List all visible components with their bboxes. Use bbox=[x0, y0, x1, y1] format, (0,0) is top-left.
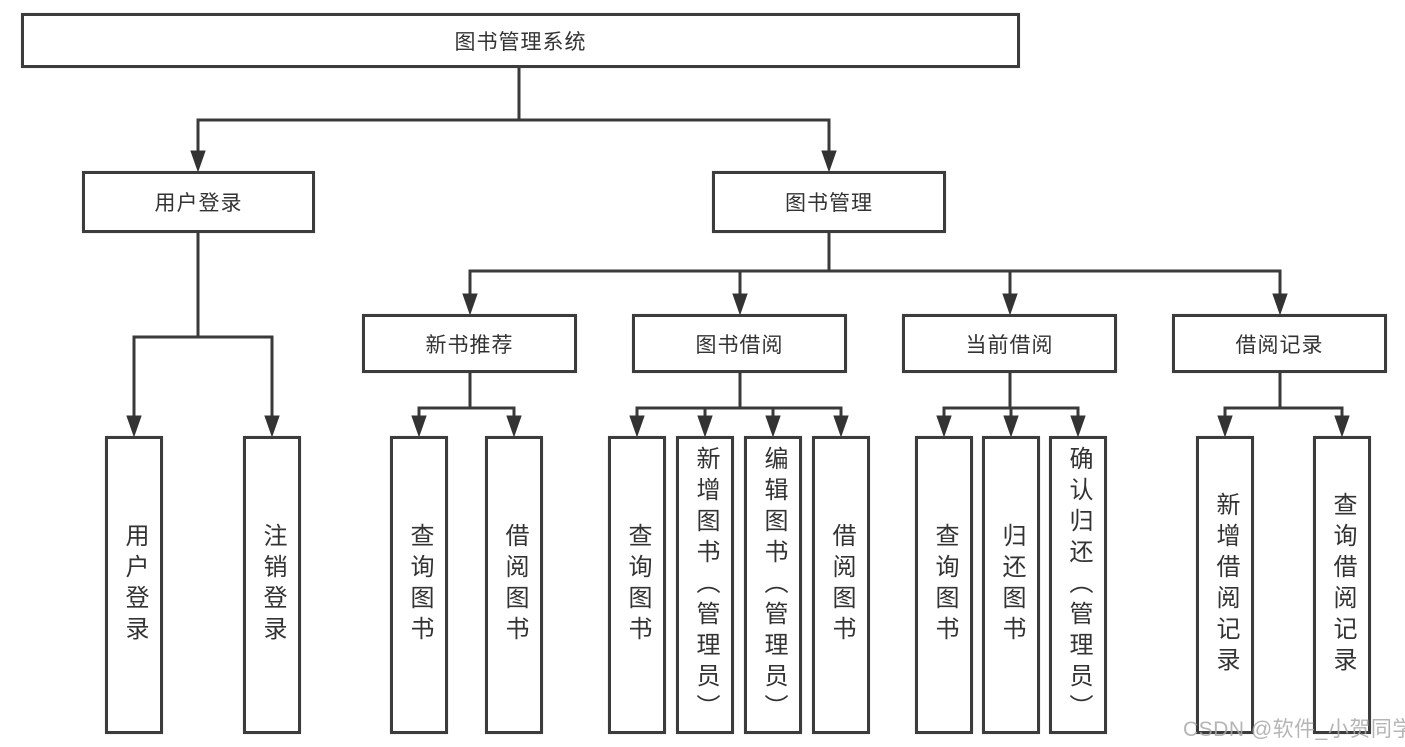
node-label: 图书管理系统 bbox=[454, 30, 587, 54]
leaf-label: 借阅图书 bbox=[828, 523, 855, 647]
leaf-query-borrow-record: 查询借阅记录 bbox=[1313, 436, 1371, 734]
leaf-borrow-books-recommend: 借阅图书 bbox=[485, 436, 543, 734]
leaf-return-books: 归还图书 bbox=[982, 436, 1040, 734]
leaf-label: 查询图书 bbox=[406, 523, 433, 647]
leaf-user-login: 用户登录 bbox=[105, 436, 163, 734]
node-current-borrowing: 当前借阅 bbox=[902, 314, 1117, 373]
node-label: 用户登录 bbox=[154, 192, 243, 215]
leaf-query-books-recommend: 查询图书 bbox=[390, 436, 448, 734]
leaf-label: 查询图书 bbox=[624, 523, 651, 647]
leaf-logout: 注销登录 bbox=[243, 436, 301, 734]
leaf-label: 新增借阅记录 bbox=[1212, 492, 1239, 678]
leaf-query-books-borrowing: 查询图书 bbox=[608, 436, 666, 734]
leaf-edit-book-admin: 编辑图书（管理员） bbox=[744, 436, 802, 734]
leaf-confirm-return-admin: 确认归还（管理员） bbox=[1049, 436, 1107, 734]
leaf-label: 新增图书（管理员） bbox=[692, 445, 719, 725]
node-label: 新书推荐 bbox=[425, 333, 514, 357]
leaf-label: 用户登录 bbox=[121, 523, 148, 647]
node-user-login: 用户登录 bbox=[82, 171, 315, 233]
node-label: 当前借阅 bbox=[965, 333, 1054, 357]
node-new-book-recommend: 新书推荐 bbox=[362, 314, 577, 373]
leaf-borrow-books-borrowing: 借阅图书 bbox=[812, 436, 870, 734]
leaf-query-books-current: 查询图书 bbox=[915, 436, 973, 734]
node-borrowing-records: 借阅记录 bbox=[1172, 314, 1387, 373]
leaf-label: 查询图书 bbox=[931, 523, 958, 647]
node-library-system: 图书管理系统 bbox=[21, 13, 1020, 68]
leaf-label: 归还图书 bbox=[998, 523, 1025, 647]
leaf-label: 借阅图书 bbox=[501, 523, 528, 647]
node-label: 图书借阅 bbox=[695, 333, 784, 357]
node-label: 借阅记录 bbox=[1235, 333, 1324, 357]
leaf-label: 查询借阅记录 bbox=[1329, 492, 1356, 678]
node-label: 图书管理 bbox=[785, 192, 873, 215]
csdn-watermark: CSDN @软件_小贺同学 bbox=[1183, 718, 1405, 741]
leaf-add-borrow-record: 新增借阅记录 bbox=[1196, 436, 1254, 734]
leaf-label: 编辑图书（管理员） bbox=[760, 445, 787, 725]
node-book-management: 图书管理 bbox=[712, 171, 946, 233]
leaf-add-book-admin: 新增图书（管理员） bbox=[676, 436, 734, 734]
node-book-borrowing: 图书借阅 bbox=[632, 314, 847, 373]
leaf-label: 注销登录 bbox=[259, 523, 286, 647]
leaf-label: 确认归还（管理员） bbox=[1065, 445, 1092, 725]
